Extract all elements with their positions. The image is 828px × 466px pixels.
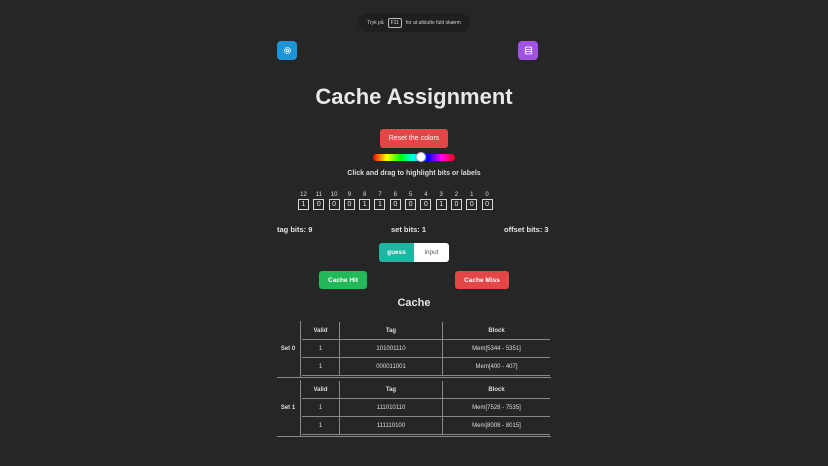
bit-index[interactable]: 12 — [300, 192, 307, 198]
divider — [277, 377, 551, 378]
bit-value[interactable]: 0 — [420, 199, 432, 210]
cache-title: Cache — [397, 297, 431, 309]
divider — [277, 436, 551, 437]
bit-value[interactable]: 0 — [389, 199, 401, 210]
bit-index[interactable]: 10 — [330, 192, 338, 198]
bit-value[interactable]: 0 — [450, 199, 462, 210]
bit-value[interactable]: 1 — [374, 199, 386, 210]
table-row: 1 000011001 Mem[400 - 407] — [302, 358, 550, 376]
guess-toggle[interactable]: guess — [379, 243, 414, 262]
storage-button[interactable] — [518, 41, 538, 60]
hue-slider[interactable] — [373, 154, 455, 161]
toast-key: F11 — [387, 17, 402, 28]
tag-cell: 101001110 — [339, 340, 443, 357]
divider — [300, 380, 301, 437]
fullscreen-toast: Tryk på F11 for at afslutte fuld skærm — [358, 13, 470, 32]
cache-miss-button[interactable]: Cache Miss — [455, 271, 509, 289]
bit-index[interactable]: 2 — [454, 192, 459, 198]
tag-cell: 111110100 — [339, 417, 443, 434]
offset-bits-label: offset bits: 3 — [504, 225, 549, 234]
input-toggle[interactable]: input — [414, 243, 449, 262]
bit-index[interactable]: 5 — [408, 192, 413, 198]
cache-set: Set 1 Valid Tag Block 1 111010110 Mem[7528 - 7… — [277, 378, 551, 437]
valid-cell: 1 — [318, 404, 323, 411]
header-tag: Tag — [339, 322, 443, 339]
block-cell: Mem[7528 - 7535] — [472, 404, 521, 411]
bit-value[interactable]: 0 — [343, 199, 355, 210]
bit-value[interactable]: 1 — [359, 199, 371, 210]
bit-index[interactable]: 8 — [363, 192, 367, 198]
bit-value[interactable]: 1 — [298, 199, 309, 210]
tag-cell: 000011001 — [339, 358, 443, 375]
bit-index[interactable]: 11 — [315, 192, 322, 198]
bit-index[interactable]: 7 — [378, 192, 382, 198]
header-block: Block — [488, 327, 505, 334]
block-cell: Mem[400 - 407] — [475, 363, 518, 370]
bit-value[interactable]: 0 — [466, 199, 478, 210]
header-valid: Valid — [313, 327, 328, 334]
database-icon — [524, 46, 532, 55]
table-header: Valid Tag Block — [302, 322, 550, 340]
table-header: Valid Tag Block — [302, 381, 550, 399]
header-valid: Valid — [313, 386, 328, 393]
table-row: 1 111010110 Mem[7528 - 7535] — [302, 399, 550, 417]
bit-value[interactable]: 0 — [481, 199, 493, 210]
bit-index[interactable]: 6 — [393, 192, 397, 198]
bit-value[interactable]: 0 — [328, 199, 340, 210]
valid-cell: 1 — [318, 422, 323, 429]
tag-bits-label: tag bits: 9 — [277, 225, 313, 234]
block-cell: Mem[5344 - 5351] — [472, 345, 521, 352]
bit-index[interactable]: 0 — [485, 192, 489, 198]
toast-suffix: for at afslutte fuld skærm — [405, 19, 461, 26]
set-label: Set 0 — [280, 345, 296, 352]
page-title: Cache Assignment — [315, 84, 513, 109]
valid-cell: 1 — [318, 345, 323, 352]
bit-index[interactable]: 4 — [424, 192, 428, 198]
cache-hit-button[interactable]: Cache Hit — [319, 271, 367, 289]
valid-cell: 1 — [318, 363, 323, 370]
table-row: 1 101001110 Mem[5344 - 5351] — [302, 340, 550, 358]
reset-colors-button[interactable]: Reset the colors — [380, 129, 448, 148]
bit-value[interactable]: 1 — [435, 199, 447, 210]
bit-index[interactable]: 9 — [347, 192, 352, 198]
bit-index[interactable]: 3 — [439, 192, 443, 198]
instruction-text: Click and drag to highlight bits or labe… — [347, 170, 481, 177]
bit-index[interactable]: 1 — [470, 192, 474, 198]
divider — [300, 321, 301, 378]
block-cell: Mem[8008 - 8015] — [472, 422, 521, 429]
table-row: 1 111110100 Mem[8008 - 8015] — [302, 417, 550, 435]
bit-value[interactable]: 0 — [405, 199, 417, 210]
cache-set: Set 0 Valid Tag Block 1 101001110 Mem[5344 - 5… — [277, 319, 551, 378]
hue-slider-handle[interactable] — [416, 152, 426, 162]
gear-icon — [283, 46, 291, 55]
bit-value[interactable]: 0 — [313, 199, 325, 210]
set-bits-label: set bits: 1 — [391, 225, 427, 234]
header-tag: Tag — [339, 381, 443, 398]
toast-prefix: Tryk på — [367, 19, 384, 26]
settings-button[interactable] — [277, 41, 297, 60]
header-block: Block — [488, 386, 505, 393]
mode-toggle: guess input — [379, 243, 449, 262]
tag-cell: 111010110 — [339, 399, 443, 416]
set-label: Set 1 — [280, 404, 296, 411]
